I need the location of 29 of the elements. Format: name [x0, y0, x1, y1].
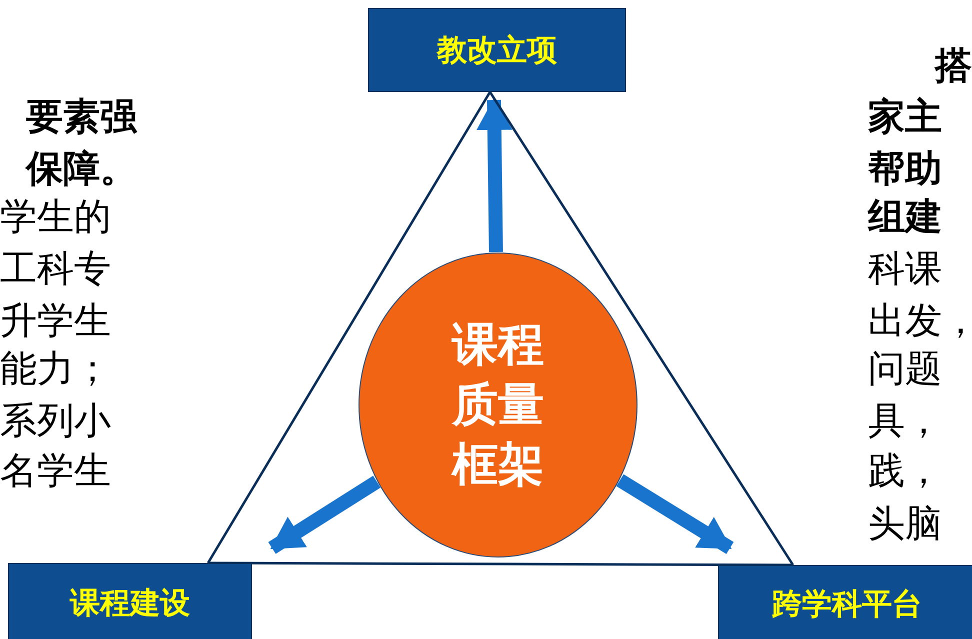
text-line: 保障。: [26, 151, 137, 188]
text-line: 升学生: [0, 303, 111, 340]
arrow: [616, 474, 734, 554]
text-line: 系列小: [0, 403, 111, 440]
text-line: 组建: [868, 199, 942, 236]
text-line: 要素强: [26, 99, 137, 136]
triangle-line: [488, 91, 794, 566]
title-box: 跨学科平台: [718, 565, 972, 639]
text-line: 名学生: [0, 453, 111, 490]
text-line: 具，: [868, 403, 942, 440]
text-line: 问题: [868, 351, 942, 388]
text-line: 搭: [935, 48, 972, 85]
text-line: 工科专: [0, 251, 111, 288]
arrow: [268, 476, 381, 554]
triangle-line: [206, 91, 492, 564]
arrow: [476, 98, 512, 252]
text-line: 能力；: [0, 351, 111, 388]
text-line: 科课: [868, 251, 942, 288]
text-line: 践，: [868, 453, 942, 490]
text-line: 头脑: [868, 506, 942, 543]
triangle-line: [208, 562, 793, 566]
text-line: 家主: [868, 99, 942, 136]
center-title: 课程质量框架: [452, 316, 544, 493]
title-box: 课程建设: [8, 563, 252, 639]
center-ellipse: [358, 252, 638, 558]
text-line: 出发，: [868, 303, 972, 340]
text-line: 帮助: [868, 151, 942, 188]
title-box: 教改立项: [368, 8, 626, 92]
text-line: 学生的: [0, 199, 111, 236]
